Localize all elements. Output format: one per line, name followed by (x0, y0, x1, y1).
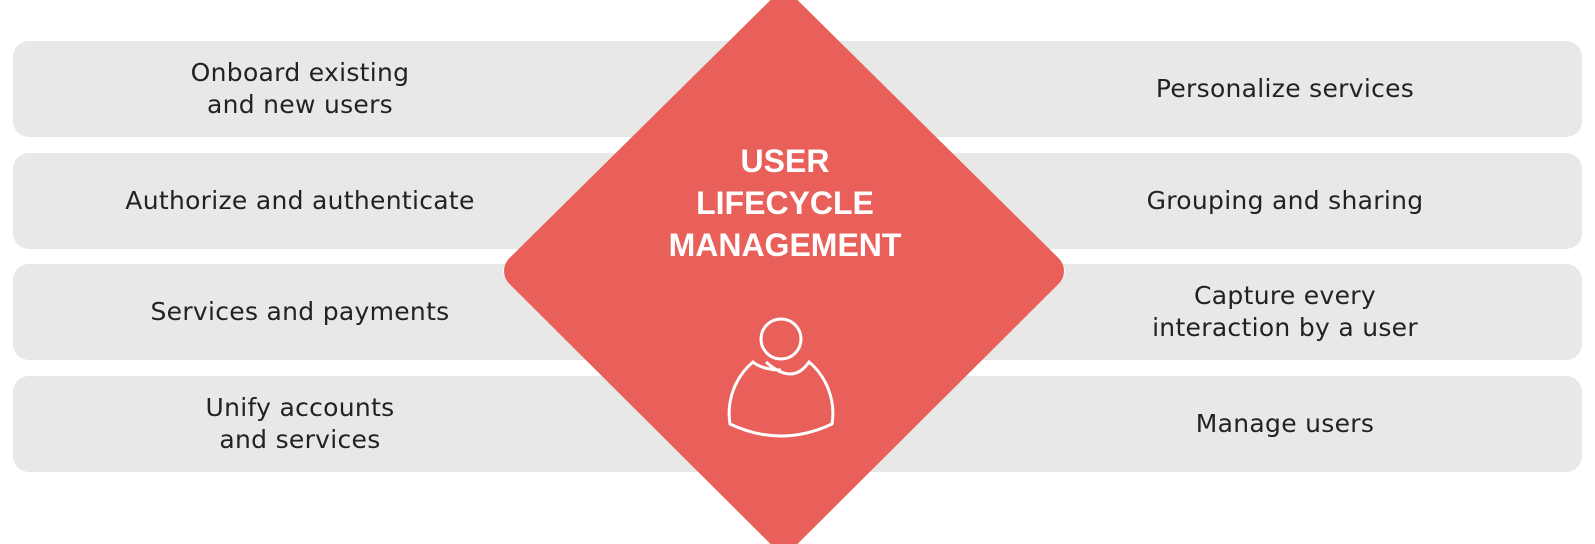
center-title: USER LIFECYCLE MANAGEMENT (620, 140, 950, 266)
left-item-authorize: Authorize and authenticate (125, 186, 475, 215)
center-title-line-1: USER (740, 143, 830, 179)
user-icon (727, 317, 835, 438)
right-item-manage-users: Manage users (1195, 409, 1375, 438)
right-item-personalize: Personalize services (1155, 74, 1415, 103)
left-item-services-payments: Services and payments (150, 297, 450, 326)
center-title-line-3: MANAGEMENT (668, 227, 902, 263)
user-icon-body (727, 359, 835, 438)
right-item-grouping: Grouping and sharing (1146, 186, 1424, 215)
left-item-unify-accounts: Unify accounts and services (205, 393, 395, 454)
right-item-capture: Capture every interaction by a user (1152, 281, 1418, 342)
center-title-line-2: LIFECYCLE (696, 185, 874, 221)
left-item-onboard: Onboard existing and new users (190, 58, 410, 119)
diamond-shape (504, 0, 1064, 544)
user-icon-head (759, 317, 803, 361)
